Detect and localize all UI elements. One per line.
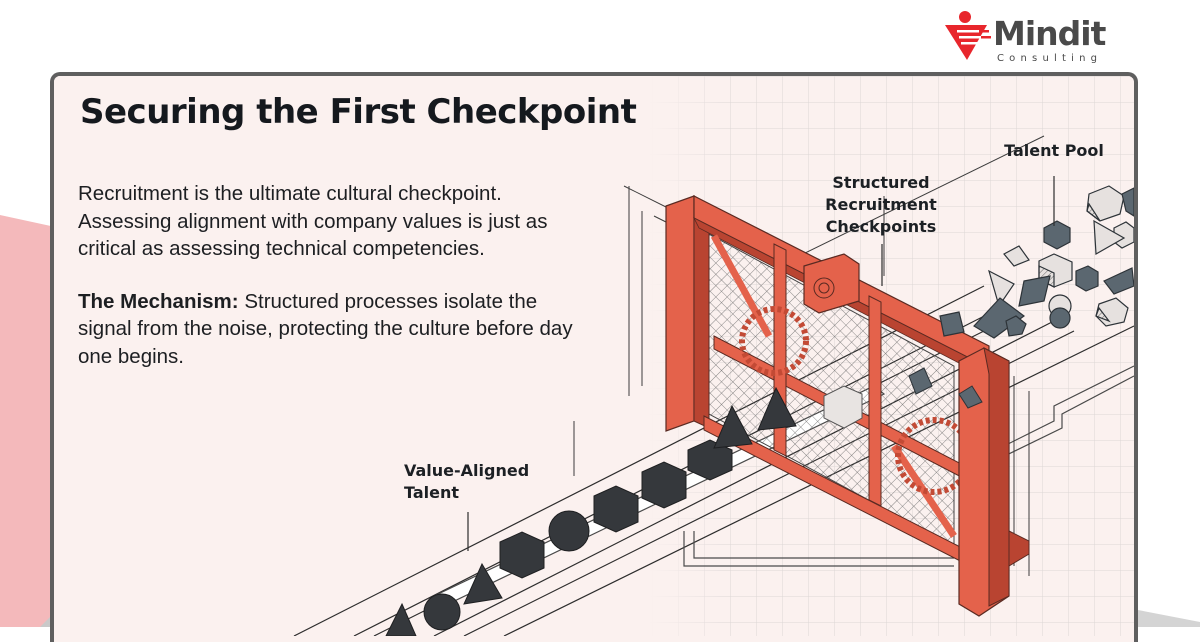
- aligned-pyramid: [463, 562, 503, 605]
- aligned-cube: [499, 531, 545, 579]
- aligned-cube: [687, 439, 733, 481]
- slide-title: Securing the First Checkpoint: [80, 92, 637, 132]
- aligned-sphere: [548, 510, 590, 552]
- checkpoint-gate: [665, 195, 1030, 617]
- intro-paragraph: Recruitment is the ultimate cultural che…: [78, 182, 548, 260]
- mechanism-text: Structured processes isolate the signal …: [78, 289, 573, 368]
- label-value-aligned-talent: Value-Aligned Talent: [404, 461, 530, 502]
- pink-shape: [0, 215, 60, 627]
- processing-shape: [823, 385, 863, 429]
- aligned-pyramid: [713, 404, 753, 449]
- slide-card: Securing the First Checkpoint Recruitmen…: [50, 72, 1138, 642]
- aligned-cube: [593, 485, 639, 533]
- aligned-cube: [641, 461, 687, 509]
- slide-body: Recruitment is the ultimate cultural che…: [78, 180, 578, 395]
- filtered-shape: [958, 385, 983, 409]
- gate-left-post: [665, 195, 695, 432]
- brand-subtitle: Consulting: [997, 53, 1103, 64]
- gray-wedge-right: [1138, 610, 1200, 627]
- brand-logo[interactable]: Mindit Consulting: [943, 8, 1106, 64]
- mechanism-label: The Mechanism:: [78, 289, 239, 313]
- filtered-shape: [908, 367, 933, 395]
- label-talent-pool: Talent Pool: [1004, 141, 1104, 160]
- brand-name: Mindit: [993, 14, 1106, 53]
- aligned-pyramid: [757, 386, 797, 431]
- aligned-sphere: [423, 593, 461, 631]
- mechanism-paragraph: The Mechanism: Structured processes isol…: [78, 288, 578, 371]
- gate-motor-box: [803, 253, 860, 314]
- checkpoint-illustration: [54, 76, 1134, 636]
- talent-pool-shapes: [939, 185, 1134, 339]
- value-aligned-shapes: [385, 386, 797, 636]
- logo-mark-icon: [945, 11, 991, 60]
- gear-left-icon: [739, 306, 809, 376]
- label-structured-checkpoints: Structured Recruitment Checkpoints: [825, 173, 937, 236]
